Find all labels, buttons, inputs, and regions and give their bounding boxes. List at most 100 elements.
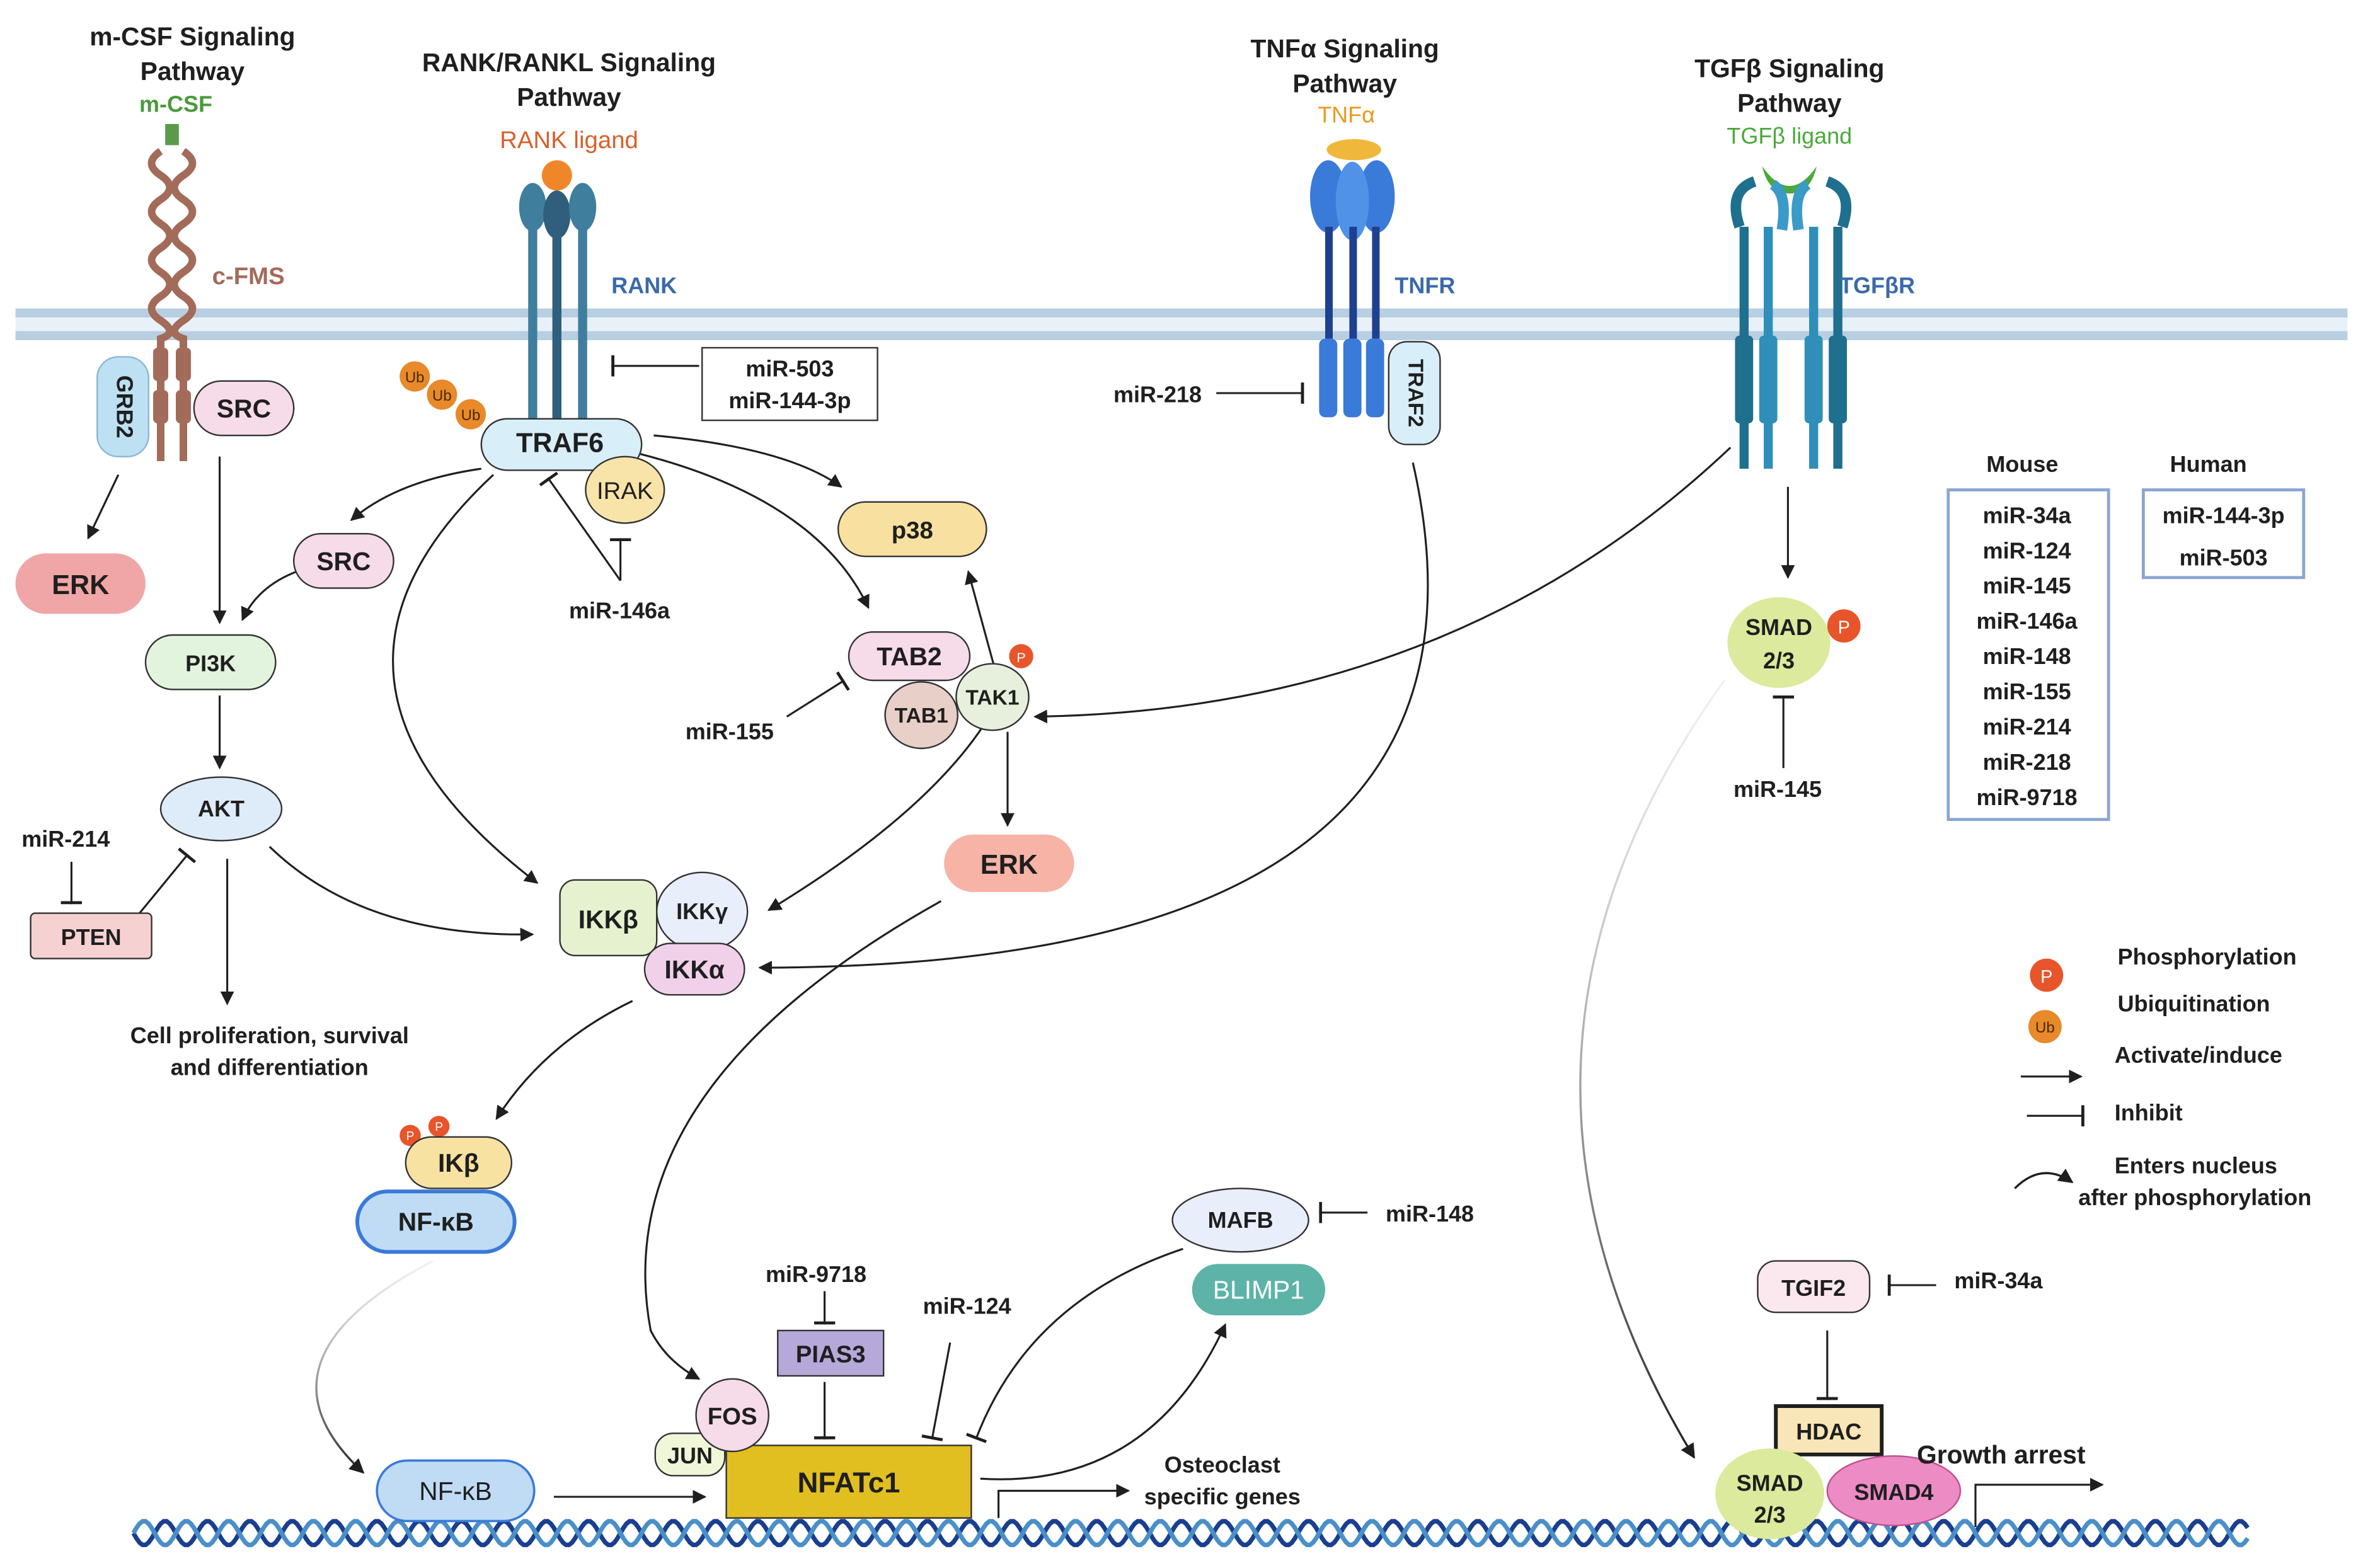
svg-text:miR-503: miR-503 [745,356,834,382]
svg-text:ERK: ERK [980,850,1038,880]
svg-text:MAFB: MAFB [1208,1207,1273,1233]
mir34a-label: miR-34a [1954,1268,2043,1293]
svg-text:IKKβ: IKKβ [578,905,638,934]
arrow-akt-ikk [268,845,534,942]
tgf-pathway-title-line2: Pathway [1737,89,1842,118]
arrow-traf6-p38 [653,434,842,488]
mir-list-item: miR-124 [1983,537,2071,563]
tnfr-receptor [1310,139,1395,418]
tnfa-label: TNFα [1318,101,1375,127]
svg-text:ERK: ERK [52,570,109,600]
mafb-node: MAFB [1171,1187,1309,1253]
src-node-1: SRC [193,380,295,437]
mir-list-item: miR-146a [1977,608,2078,634]
svg-text:P: P [1016,650,1025,665]
svg-text:TRAF2: TRAF2 [1404,359,1427,427]
mir146a-label: miR-146a [569,598,670,624]
legend-phosphorylation: Phosphorylation [2118,944,2297,970]
arrow-tak1-p38 [965,570,997,672]
cell-proliferation-label-line2: and differentiation [171,1054,369,1080]
arrow-tak1-ikk [767,725,984,912]
svg-text:AKT: AKT [198,796,244,821]
mcsf-pathway-title-line2: Pathway [141,57,245,86]
erk-node-2: ERK [944,834,1074,892]
svg-text:SRC: SRC [316,547,371,576]
legend: P Ub Phosphorylation Ubiquitination Acti… [2028,944,2311,1210]
svg-text:TAB1: TAB1 [895,704,948,728]
tab1-node: TAB1 [884,681,958,750]
rank-pathway-title-line2: Pathway [517,83,621,112]
tnfr-label: TNFR [1394,273,1455,299]
akt-node: AKT [159,776,283,842]
mir214-label: miR-214 [21,826,110,852]
svg-text:P: P [406,1130,415,1143]
traf6-node: TRAF6 [480,418,643,471]
arrow-traf6-tab2 [638,452,870,609]
tgfbr-label: TGFβR [1839,273,1915,299]
arrow-src2-pi3k [241,570,297,621]
mir124-label: miR-124 [923,1293,1011,1319]
dna-strand [131,1519,2250,1547]
inhibit-mafb-nfatc1 [965,1247,1183,1443]
inhibit-mir146a-traf6 [539,471,621,581]
ubiquitin-chain: Ub Ub Ub [400,361,486,430]
human-title: Human [2170,451,2247,477]
mir-list-item: miR-145 [1983,573,2071,598]
ikk-complex: IKKβ IKKγ IKKα [559,871,749,996]
arrow-nfatc1-genes [998,1484,1130,1518]
arrow-grb2-erk [87,474,120,540]
mir145-label: miR-145 [1733,776,1822,802]
cfms-label: c-FMS [212,263,285,290]
human-mir-box [2142,488,2306,580]
arrow-tgfbr-tak1 [1033,447,1732,724]
inhibit-pten-akt [139,847,197,914]
smad-nuclear-complex: SMAD 2/3 SMAD4 [1715,1448,1962,1540]
rankl-label: RANK ligand [500,127,638,154]
inhibit-mir155-tab2 [786,671,850,718]
svg-text:HDAC: HDAC [1796,1419,1861,1445]
rank-pathway-title: RANK/RANKL Signaling [422,48,716,77]
svg-text:NF-κB: NF-κB [398,1208,474,1237]
tgfbr-receptor [1730,166,1852,469]
svg-text:GRB2: GRB2 [112,375,137,438]
hdac-node: HDAC [1774,1404,1884,1456]
traf2-node: TRAF2 [1388,341,1441,445]
svg-text:SMAD4: SMAD4 [1854,1479,1933,1505]
nfkb-nuclear-node: NF-κB [376,1459,536,1523]
svg-text:Ub: Ub [461,407,481,424]
svg-text:IKKγ: IKKγ [676,898,728,924]
cell-proliferation-label: Cell proliferation, survival [130,1022,409,1048]
blimp1-node: BLIMP1 [1192,1264,1325,1315]
legend-arrow-enters-nucleus [2014,1169,2074,1189]
svg-text:TGIF2: TGIF2 [1781,1275,1846,1301]
svg-text:TAK1: TAK1 [965,686,1019,709]
mir9718-label: miR-9718 [766,1261,866,1287]
rank-label: RANK [611,273,677,299]
svg-text:TAB2: TAB2 [877,642,942,671]
legend-enters-nucleus: Enters nucleus [2115,1152,2277,1178]
mcsf-pathway-title: m-CSF Signaling [89,22,295,51]
smad23-cytoplasm-node: SMAD 2/3 P [1727,597,1861,688]
tgf-pathway-title: TGFβ Signaling [1694,54,1884,83]
rank-receptor [519,160,597,423]
svg-text:p38: p38 [892,517,933,544]
svg-text:P: P [2040,967,2052,987]
legend-enters-nucleus-line2: after phosphorylation [2078,1184,2311,1210]
svg-text:SMAD: SMAD [1745,614,1812,640]
mir-list-item: miR-144-3p [2163,502,2285,528]
tgfb-ligand-label: TGFβ ligand [1727,123,1852,149]
mir-list-item: miR-218 [1983,749,2071,775]
pi3k-node: PI3K [144,634,277,690]
legend-activate: Activate/induce [2115,1042,2282,1068]
svg-text:SRC: SRC [217,394,271,423]
svg-text:NFATc1: NFATc1 [798,1467,900,1499]
svg-text:2/3: 2/3 [1754,1502,1786,1528]
mir148-label: miR-148 [1386,1201,1474,1227]
cell-membrane [15,308,2348,340]
cfms-receptor [147,123,197,461]
svg-text:JUN: JUN [667,1443,713,1468]
arrow-nfkb-enters-nucleus [315,1260,434,1474]
tnf-pathway-title: TNFα Signaling [1251,34,1439,63]
legend-phospho-icon [2030,958,2064,992]
